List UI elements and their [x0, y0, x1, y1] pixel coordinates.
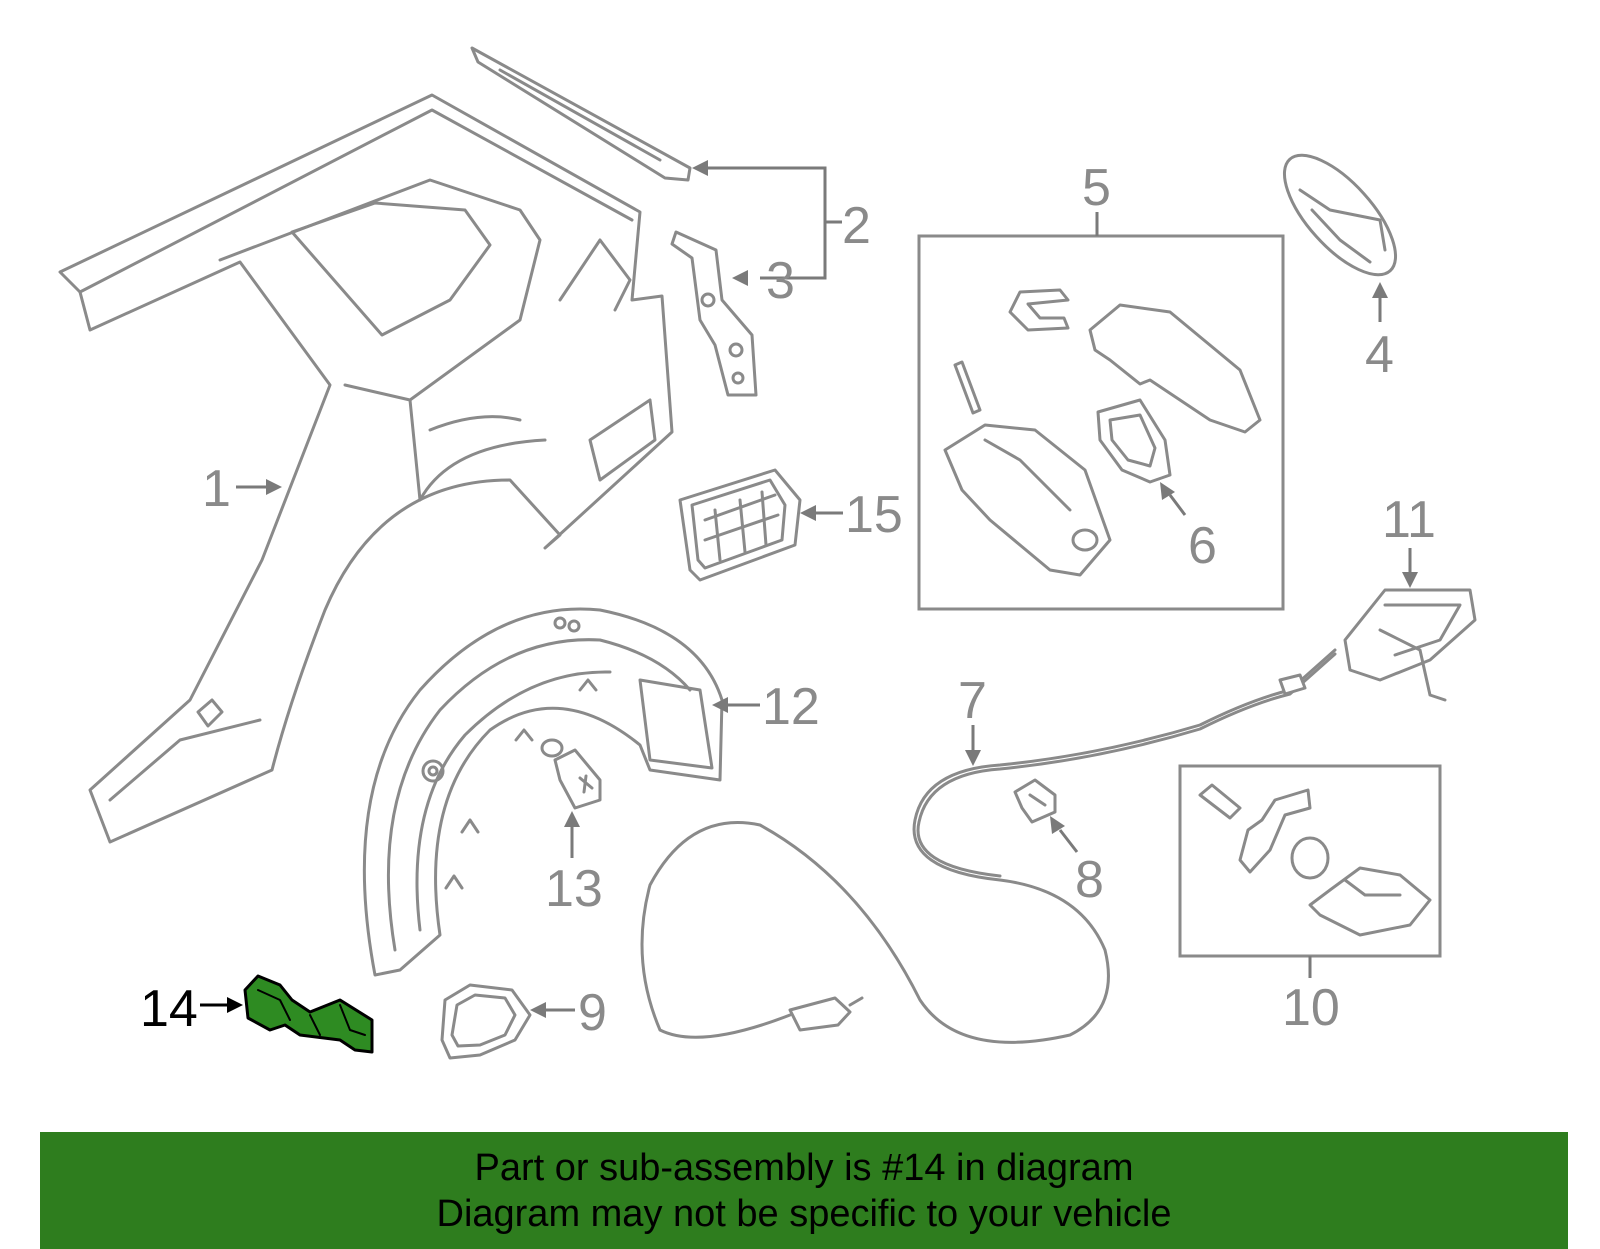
callout-15[interactable]: 15 — [845, 486, 903, 544]
parts-diagram: 1 2 3 4 5 6 7 8 9 10 11 12 13 14 15 — [58, 46, 1477, 1060]
part-13-clip — [540, 738, 602, 810]
callout-7[interactable]: 7 — [958, 672, 987, 730]
part-2-rail — [470, 46, 692, 182]
part-4-fuel-door — [1282, 153, 1398, 277]
callout-numbers: 1 2 3 4 5 6 7 8 9 10 11 12 13 14 15 — [140, 159, 1436, 1042]
part-7-release-cable — [640, 648, 1337, 1044]
part-5-fuel-pocket-assembly — [917, 234, 1285, 611]
callout-9[interactable]: 9 — [578, 984, 607, 1042]
callout-4[interactable]: 4 — [1365, 326, 1394, 384]
callout-14[interactable]: 14 — [140, 980, 198, 1038]
part-8-clip — [1013, 778, 1057, 824]
part-1-quarter-panel — [58, 93, 674, 844]
part-9-seal — [440, 983, 532, 1060]
callout-8[interactable]: 8 — [1075, 851, 1104, 909]
part-15-vent — [678, 468, 802, 582]
callout-12[interactable]: 12 — [762, 678, 820, 736]
callout-5[interactable]: 5 — [1082, 159, 1111, 217]
callout-11[interactable]: 11 — [1382, 491, 1436, 549]
callout-6[interactable]: 6 — [1188, 517, 1217, 575]
callout-2[interactable]: 2 — [842, 197, 871, 255]
banner-line-disclaimer: Diagram may not be specific to your vehi… — [436, 1192, 1172, 1235]
part-12-wheel-liner — [362, 607, 724, 977]
callout-10[interactable]: 10 — [1282, 979, 1340, 1037]
callout-13[interactable]: 13 — [545, 860, 603, 918]
info-banner: Part or sub-assembly is #14 in diagram D… — [40, 1132, 1568, 1249]
part-10-lock-assembly — [1178, 764, 1442, 958]
banner-line-part: Part or sub-assembly is #14 in diagram — [474, 1146, 1134, 1189]
part-11-housing — [1343, 588, 1477, 702]
callout-3[interactable]: 3 — [766, 252, 795, 310]
part-3-bracket — [670, 230, 758, 397]
callout-1[interactable]: 1 — [202, 460, 231, 518]
part-14-highlighted — [243, 974, 374, 1054]
leader-lines — [200, 160, 1418, 1018]
